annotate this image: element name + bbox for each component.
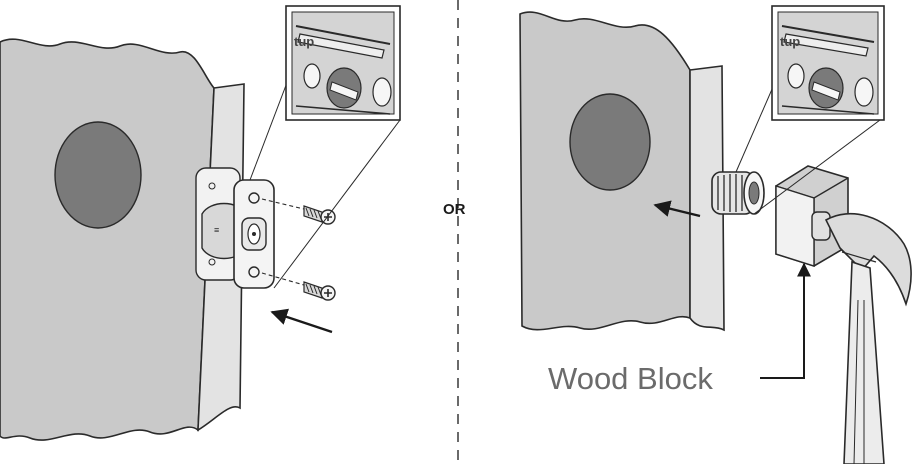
screw-icon: [303, 281, 336, 301]
latch-marking-label: tup: [780, 34, 800, 49]
right-method-panel: tup Wood Block: [519, 5, 912, 464]
latch-marking-label: tup: [294, 34, 314, 49]
left-door-face: [0, 38, 215, 441]
drive-in-latch: [711, 171, 765, 215]
svg-text:≡: ≡: [214, 225, 219, 235]
or-label: OR: [443, 201, 466, 218]
right-zoom-inset: tup: [771, 5, 885, 121]
left-zoom-inset: tup: [285, 5, 401, 121]
screw-icon: [303, 205, 336, 225]
wood-block-icon: [775, 165, 849, 267]
wood-block-label: Wood Block: [548, 361, 713, 396]
wood-block-leader-arrow: [760, 262, 811, 379]
hammer-icon: [811, 211, 912, 464]
left-insert-arrow-icon: [270, 308, 333, 334]
left-method-panel: ≡: [0, 5, 401, 441]
left-door-bore-hole: [54, 121, 142, 229]
right-door-bore-hole: [569, 93, 651, 191]
right-insert-arrow-icon: [653, 200, 701, 218]
right-door-edge: [689, 65, 725, 332]
